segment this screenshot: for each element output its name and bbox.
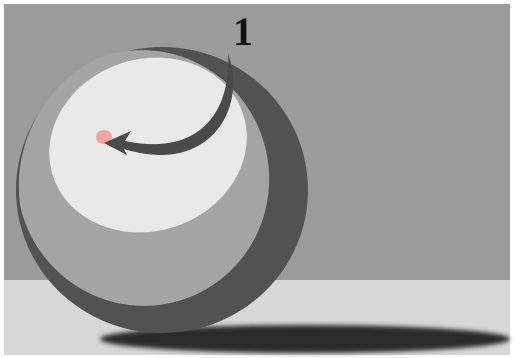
marker-label: 1	[233, 12, 253, 52]
